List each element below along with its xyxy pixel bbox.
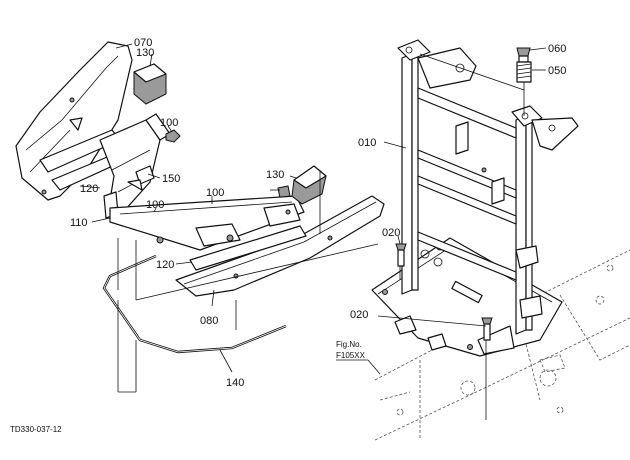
label-100-a: 100 [160,117,178,129]
label-120-upper: 120 [80,183,98,195]
fig-reference-number: F105XX [336,351,366,360]
label-050: 050 [548,65,566,77]
label-080: 080 [200,315,218,327]
label-100-c: 100 [206,187,224,199]
leader-lines [79,43,547,373]
rubber-pad-130-upper [133,63,167,105]
label-110: 110 [70,217,88,229]
main-bracket-010 [371,39,579,357]
label-140: 140 [226,377,244,389]
rubber-strip-120-lower [189,225,307,271]
rubber-pad-130-lower [291,165,327,205]
label-130-upper: 130 [136,47,154,59]
fig-reference-label: Fig.No. [336,340,362,349]
label-020-upper: 020 [382,227,400,239]
spring-050 [516,61,532,116]
clip-150 [127,165,155,191]
nut-100-a [165,129,181,143]
front-beam [109,195,305,251]
label-070: 070 [134,37,152,49]
drawing-code: TD330-037-12 [10,425,62,434]
label-060: 060 [548,43,566,55]
label-120-lower: 120 [156,259,174,271]
label-130-lower: 130 [266,169,284,181]
assembly-lines [117,53,525,420]
label-020-lower: 020 [350,309,368,321]
label-100-b: 100 [146,199,164,211]
bolt-060 [516,47,531,63]
lower-cover-080 [175,195,385,297]
label-010: 010 [358,137,376,149]
bolt-020-lower [481,317,493,341]
label-150: 150 [162,173,180,185]
bolt-020-upper [395,243,407,267]
guard-rod-140 [102,254,287,354]
